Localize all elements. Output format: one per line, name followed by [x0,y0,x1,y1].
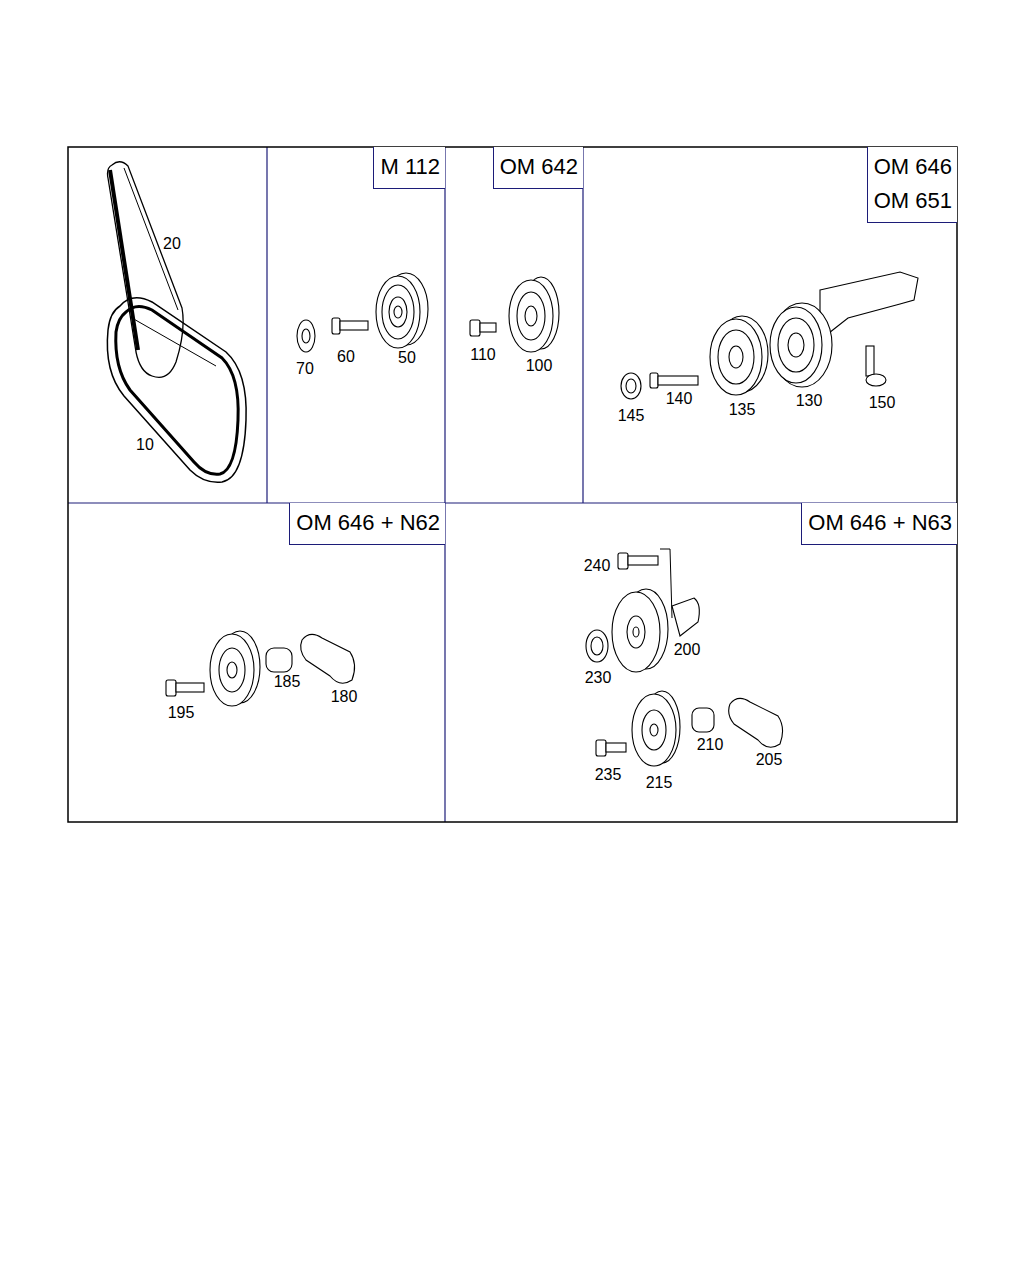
callout-number: 140 [665,390,694,408]
callout-number: 230 [584,669,613,687]
callout-number: 205 [755,751,784,769]
engine-tag: M 112 [373,147,445,189]
callout-number: 70 [295,360,315,378]
engine-tag: OM 642 [493,147,583,189]
callout-number: 240 [583,557,612,575]
engine-code: M 112 [380,150,440,184]
callout-number: 235 [594,766,623,784]
panel-grid [68,147,957,822]
engine-code: OM 646 [874,150,952,184]
callout-number: 180 [330,688,359,706]
outer-frame [68,147,957,822]
callout-number: 100 [525,357,554,375]
callout-number: 50 [397,349,417,367]
engine-code: OM 646 + N62 [296,506,440,540]
callout-number: 210 [696,736,725,754]
callout-number: 200 [673,641,702,659]
belt-illustration [107,162,246,483]
engine-code: OM 642 [500,150,578,184]
engine-tag: OM 646 + N62 [289,503,445,545]
engine-code: OM 651 [874,184,952,218]
callout-number: 60 [336,348,356,366]
callout-number: 135 [728,401,757,419]
leader-line [660,549,672,618]
callout-number: 20 [162,235,182,253]
engine-code: OM 646 + N63 [808,506,952,540]
callout-number: 10 [135,436,155,454]
callout-number: 185 [273,673,302,691]
callout-number: 150 [868,394,897,412]
callout-number: 145 [617,407,646,425]
callout-number: 195 [167,704,196,722]
callout-number: 110 [469,346,497,364]
callout-number: 215 [645,774,674,792]
callout-number: 130 [795,392,824,410]
engine-tag: OM 646 + N63 [801,503,957,545]
engine-tag: OM 646OM 651 [867,147,957,223]
